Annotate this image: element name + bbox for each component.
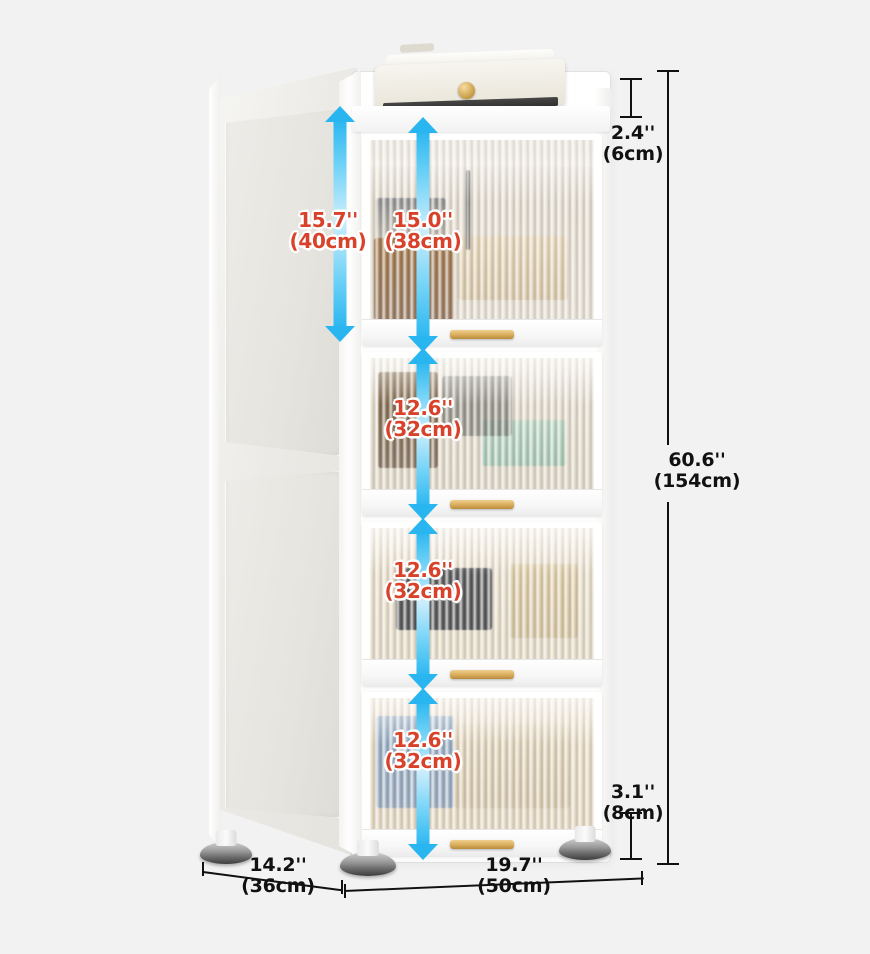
cabinet-top-drawer-face xyxy=(352,106,610,132)
shelf-2-drawer-face[interactable] xyxy=(362,489,602,516)
dimline-leg-cap-top xyxy=(620,812,642,814)
appliance-handle-stub xyxy=(400,43,434,53)
foot-left xyxy=(200,830,252,864)
arrow-head-up-icon xyxy=(408,348,438,364)
label-leg-height: 3.1'' (8cm) xyxy=(588,781,678,825)
shelf-1-rack-post xyxy=(466,170,470,250)
label-total-height-inch: 60.6'' xyxy=(668,449,726,471)
arrow-head-up-icon xyxy=(408,117,438,133)
label-top-drawer-metric: (6cm) xyxy=(602,143,664,166)
label-compartment-2: 12.6'' (32cm) xyxy=(381,396,465,442)
foot-left-cap xyxy=(200,842,252,864)
dimline-total-upper xyxy=(667,70,669,445)
label-compartment-1-inch: 15.0'' xyxy=(393,208,453,232)
arrow-shaft xyxy=(416,361,430,507)
label-compartment-4-inch: 12.6'' xyxy=(393,728,453,752)
foot-front-cap xyxy=(340,852,396,876)
arrow-head-up-icon xyxy=(325,106,355,122)
shelf-2-handle[interactable] xyxy=(450,500,514,509)
label-depth: 14.2'' (36cm) xyxy=(208,854,348,898)
foot-front-stem xyxy=(356,840,380,856)
label-leg-height-inch: 3.1'' xyxy=(610,781,656,803)
dimline-top-drawer-cap-bottom xyxy=(620,116,642,118)
shelf-compartment-3[interactable] xyxy=(362,522,602,686)
shelf-1-dishes xyxy=(458,236,568,300)
dimline-total-cap-top xyxy=(657,70,679,72)
dimline-depth-cap-left xyxy=(202,862,204,876)
arrow-shaft xyxy=(416,531,430,677)
arrow-head-down-icon xyxy=(325,326,355,342)
label-side-door-height-metric: (40cm) xyxy=(289,229,367,254)
shelf-1-drawer-face[interactable] xyxy=(362,319,602,346)
cabinet-side-edge xyxy=(209,73,221,851)
dimline-width-cap-right xyxy=(641,871,643,885)
label-compartment-4: 12.6'' (32cm) xyxy=(381,728,465,774)
label-compartment-3-metric: (32cm) xyxy=(384,579,462,604)
shelf-4-plates xyxy=(454,724,570,808)
label-depth-inch: 14.2'' xyxy=(249,854,307,876)
label-width: 19.7'' (50cm) xyxy=(444,854,584,898)
arrow-side-door-height xyxy=(325,106,355,342)
arrow-head-down-icon xyxy=(408,844,438,860)
label-total-height: 60.6'' (154cm) xyxy=(622,449,772,493)
dimline-width-cap-left xyxy=(344,884,346,898)
arrow-shaft xyxy=(333,119,347,329)
dimline-depth-cap-right xyxy=(341,880,343,894)
foot-right-stem xyxy=(574,826,596,842)
arrow-compartment-3 xyxy=(408,518,438,690)
label-compartment-1: 15.0'' (38cm) xyxy=(381,208,465,254)
label-width-metric: (50cm) xyxy=(477,875,551,898)
label-depth-metric: (36cm) xyxy=(241,875,315,898)
arrow-shaft xyxy=(416,130,430,339)
foot-right xyxy=(559,826,611,860)
dimline-leg-cap-bottom xyxy=(620,858,642,860)
label-side-door-height: 15.7'' (40cm) xyxy=(286,208,370,254)
label-compartment-3-inch: 12.6'' xyxy=(393,558,453,582)
side-panel-inset-bottom xyxy=(225,471,343,818)
label-side-door-height-inch: 15.7'' xyxy=(298,208,358,232)
label-compartment-2-inch: 12.6'' xyxy=(393,396,453,420)
foot-right-cap xyxy=(559,838,611,860)
shelf-1-handle[interactable] xyxy=(450,330,514,339)
arrow-shaft xyxy=(416,701,430,847)
arrow-compartment-1 xyxy=(408,117,438,352)
dimline-total-cap-bottom xyxy=(657,863,679,865)
label-width-inch: 19.7'' xyxy=(485,854,543,876)
label-total-height-metric: (154cm) xyxy=(653,470,741,493)
arrow-head-up-icon xyxy=(408,688,438,704)
label-compartment-1-metric: (38cm) xyxy=(384,229,462,254)
dimline-leg xyxy=(630,812,632,860)
label-top-drawer-inch: 2.4'' xyxy=(610,122,656,144)
dimline-top-drawer-cap-top xyxy=(620,78,642,80)
label-compartment-4-metric: (32cm) xyxy=(384,749,462,774)
shelf-4-handle[interactable] xyxy=(450,840,514,849)
label-leg-height-metric: (8cm) xyxy=(602,802,664,825)
dimline-top-drawer xyxy=(630,78,632,118)
arrow-compartment-2 xyxy=(408,348,438,520)
foot-front xyxy=(340,840,396,876)
side-panel-inset-top xyxy=(225,109,343,456)
label-compartment-3: 12.6'' (32cm) xyxy=(381,558,465,604)
shelf-compartment-4[interactable] xyxy=(362,692,602,856)
shelf-3-handle[interactable] xyxy=(450,670,514,679)
arrow-compartment-4 xyxy=(408,688,438,860)
shelf-3-jars xyxy=(510,564,578,638)
foot-left-stem xyxy=(215,830,237,846)
shelf-1-back-wall xyxy=(370,140,594,166)
shelf-3-drawer-face[interactable] xyxy=(362,659,602,686)
label-compartment-2-metric: (32cm) xyxy=(384,417,462,442)
dimline-total-lower xyxy=(667,502,669,865)
label-top-drawer: 2.4'' (6cm) xyxy=(588,122,678,166)
appliance-knob-icon xyxy=(458,82,475,99)
arrow-head-up-icon xyxy=(408,518,438,534)
